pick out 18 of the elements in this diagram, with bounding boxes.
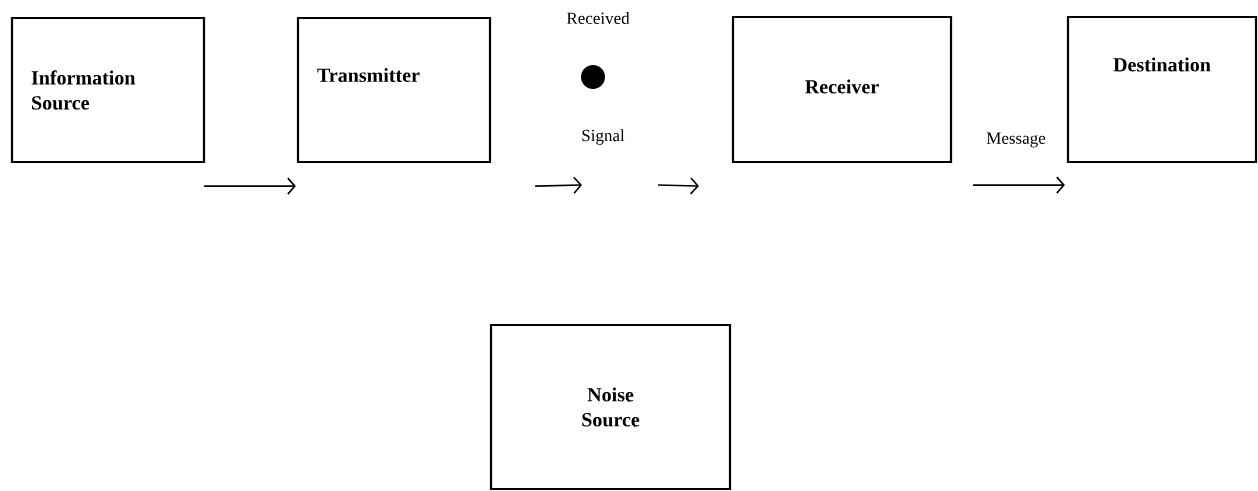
box-label: Receiver [805,79,879,94]
edge-label: Message [986,132,1046,148]
dot-label: Received [566,12,630,24]
dot [581,65,605,89]
dot-label: Signal [582,129,625,145]
arrow [203,177,296,195]
box-label: Destination [1113,57,1211,72]
box-label: Information Source [31,70,136,110]
process-box [10,16,206,164]
process-box [296,16,492,164]
box-label: Transmitter [317,67,420,83]
arrow [657,177,699,195]
arrow [534,176,582,194]
process-box [731,15,953,164]
box-label: Noise Source [582,387,640,427]
process-box [489,323,732,491]
arrow [972,176,1065,194]
process-box [1066,15,1258,164]
